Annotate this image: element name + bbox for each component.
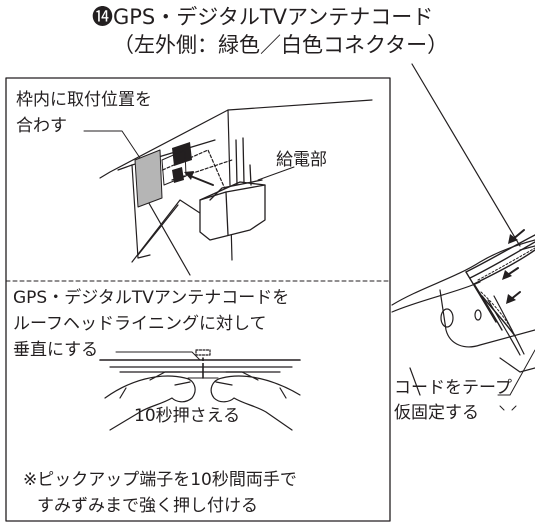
- press-duration-label: 10秒押さえる: [134, 406, 241, 426]
- right-hand-icon: [210, 371, 301, 431]
- press-note-line-1: ※ピックアップ端子を10秒間両手で: [23, 470, 297, 490]
- inset-frame: [5, 77, 391, 522]
- route-arrow-icon: [502, 270, 512, 280]
- press-note-line-2: すみずみまで強く押し付ける: [37, 496, 258, 516]
- feed-label-leader: [257, 166, 295, 181]
- tape-callout-leader: [497, 349, 535, 396]
- press-drawing: [99, 349, 301, 431]
- feed-unit: [199, 137, 266, 241]
- connector-pad-bottom: [172, 167, 184, 183]
- antenna-cable: [465, 234, 535, 337]
- step-14-marker: ⓮: [92, 5, 113, 29]
- mount-position-note-line-1: 枠内に取付位置を: [16, 90, 152, 110]
- instruction-leader: [115, 351, 201, 361]
- note-leader: [83, 130, 141, 159]
- antenna-cord-subtitle: （左外側：緑色／白色コネクター）: [113, 33, 449, 57]
- vertical-instruction-line-1: GPS・デジタルTVアンテナコードを: [13, 288, 290, 308]
- mount-position-note-line-2: 合わす: [16, 116, 67, 136]
- antenna-film-patch: [134, 149, 163, 208]
- vertical-instruction-line-3: 垂直にする: [13, 340, 99, 360]
- vertical-instruction-line-2: ルーフヘッドライニングに対して: [13, 314, 267, 334]
- leader-line: [411, 63, 521, 247]
- antenna-cord-title: ⓮GPS・デジタルTVアンテナコード: [92, 5, 434, 29]
- feed-part-label: 給電部: [276, 150, 327, 170]
- tape-callout-line-1: コードをテープ: [394, 378, 512, 398]
- route-arrow-icon: [506, 294, 516, 304]
- push-arrow-icon: [184, 171, 194, 180]
- connector-pad-top: [172, 142, 192, 166]
- tape-callout-line-2: 仮固定する: [394, 403, 479, 423]
- left-hand-icon: [104, 371, 196, 431]
- route-arrow-icon: [508, 234, 518, 244]
